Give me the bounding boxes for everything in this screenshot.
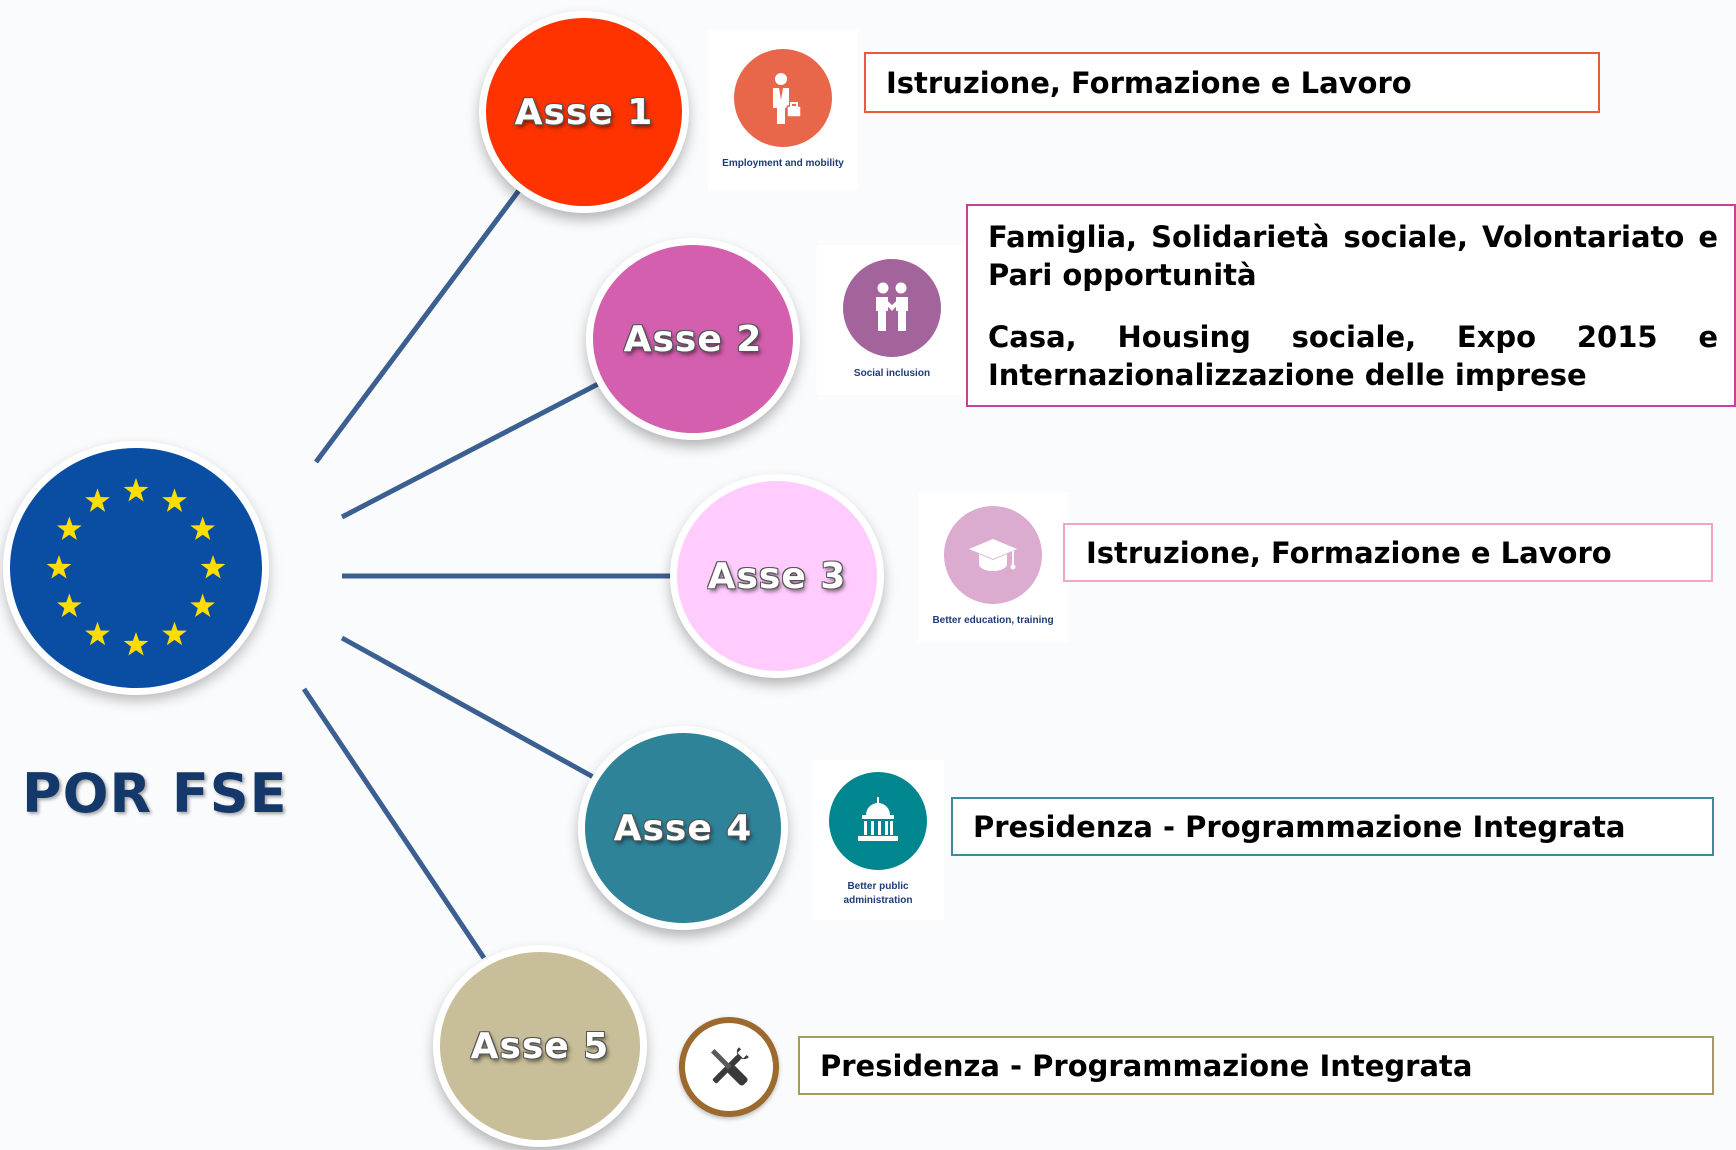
axis-2-label: Asse 2 xyxy=(623,318,763,360)
eu-star-icon xyxy=(200,555,226,579)
axis-3-description-text: Istruzione, Formazione e Lavoro xyxy=(1086,535,1612,570)
social-inclusion-icon xyxy=(843,259,941,357)
axis-1-description-text: Istruzione, Formazione e Lavoro xyxy=(886,65,1412,100)
axis-3-theme-caption: Better education, training xyxy=(932,615,1054,626)
axis-5-description-text: Presidenza - Programmazione Integrata xyxy=(820,1048,1473,1083)
axis-4-theme-tile: Better public administration xyxy=(812,760,944,920)
axis-4-label: Asse 4 xyxy=(613,807,753,849)
education-icon xyxy=(944,506,1042,604)
axis-1-description: Istruzione, Formazione e Lavoro xyxy=(864,52,1600,113)
connector-asse-2 xyxy=(340,380,602,520)
eu-star-icon xyxy=(162,488,187,512)
employment-icon xyxy=(734,49,832,147)
axis-1-label: Asse 1 xyxy=(514,91,654,133)
axis-5-circle: Asse 5 xyxy=(440,952,640,1140)
eu-star-icon xyxy=(123,478,149,502)
eu-star-icon xyxy=(190,593,216,618)
eu-star-icon xyxy=(123,632,149,656)
eu-star-icon xyxy=(162,621,187,646)
eu-stars-icon xyxy=(46,478,226,656)
public-administration-icon xyxy=(829,772,927,870)
axis-4-circle: Asse 4 xyxy=(585,733,781,923)
axis-3-description: Istruzione, Formazione e Lavoro xyxy=(1063,523,1713,582)
eu-star-icon xyxy=(46,555,72,579)
eu-flag-emblem xyxy=(10,448,262,688)
wrench-screwdriver-icon xyxy=(679,1017,779,1117)
axis-1-theme-tile: Employment and mobility xyxy=(708,30,858,190)
connector-asse-5 xyxy=(301,687,487,960)
axis-3-theme-tile: Better education, training xyxy=(918,492,1068,642)
connector-asse-4 xyxy=(340,635,597,781)
axis-5-description: Presidenza - Programmazione Integrata xyxy=(798,1036,1714,1095)
axis-2-description-text-2: Casa, Housing sociale, Expo 2015 e Inter… xyxy=(988,319,1718,392)
eu-star-icon xyxy=(56,516,82,541)
axis-2-circle: Asse 2 xyxy=(593,245,793,433)
program-title: POR FSE xyxy=(22,762,288,825)
axis-2-description: Famiglia, Solidarietà sociale, Volontari… xyxy=(966,204,1736,407)
eu-star-icon xyxy=(85,488,110,512)
eu-star-icon xyxy=(85,621,110,646)
axis-4-description: Presidenza - Programmazione Integrata xyxy=(951,797,1714,856)
eu-star-icon xyxy=(56,593,82,618)
eu-star-icon xyxy=(190,516,216,541)
axis-1-circle: Asse 1 xyxy=(486,18,682,206)
axis-2-description-text-1: Famiglia, Solidarietà sociale, Volontari… xyxy=(988,219,1718,292)
connector-asse-1 xyxy=(313,183,526,464)
axis-2-theme-caption: Social inclusion xyxy=(853,368,931,379)
axis-3-label: Asse 3 xyxy=(707,555,847,597)
axis-1-theme-caption: Employment and mobility xyxy=(722,158,844,169)
axis-2-theme-tile: Social inclusion xyxy=(817,245,967,395)
axis-4-description-text: Presidenza - Programmazione Integrata xyxy=(973,809,1626,844)
axis-5-label: Asse 5 xyxy=(470,1025,610,1067)
axis-4-theme-caption: Better public administration xyxy=(843,881,913,906)
axis-3-circle: Asse 3 xyxy=(677,481,877,671)
